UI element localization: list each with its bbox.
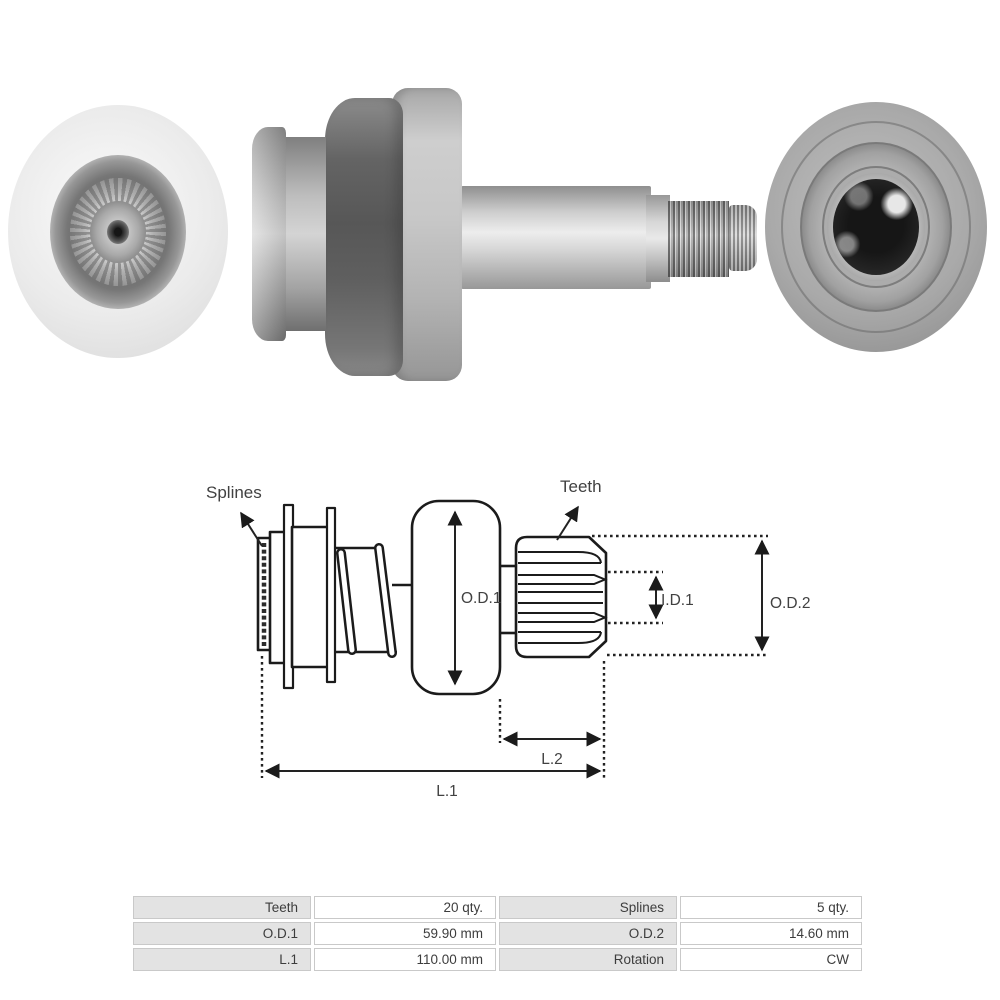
photo-rear-view [765,102,987,352]
spec-label-splines: Splines [499,896,677,919]
pinion-barrel [392,88,462,381]
splines-label: Splines [206,483,262,502]
dimension-l2: L.2 [502,731,602,768]
spec-label-od1: O.D.1 [133,922,311,945]
spec-row-2: O.D.1 59.90 mm O.D.2 14.60 mm [133,922,862,945]
spec-value-od1: 59.90 mm [314,922,496,945]
rear-groove-ring [781,121,971,333]
dimension-l1: L.1 [264,763,602,800]
spec-value-od2: 14.60 mm [680,922,862,945]
spec-table: Teeth 20 qty. Splines 5 qty. O.D.1 59.90… [130,893,865,974]
teeth-label: Teeth [560,477,602,496]
dimension-od2: O.D.2 [754,539,810,652]
callout-splines: Splines [206,483,263,547]
shaft-step-ring [646,195,670,282]
spec-value-teeth: 20 qty. [314,896,496,919]
technical-diagram: Splines Teeth O.D.1 I.D.1 [206,477,810,800]
od1-label: O.D.1 [461,590,501,607]
shaft-end-cap [729,205,757,271]
l1-label: L.1 [436,783,458,800]
shaft-spline-section [668,201,729,277]
od2-label: O.D.2 [770,595,810,612]
spec-row-3: L.1 110.00 mm Rotation CW [133,948,862,971]
dimension-id1: I.D.1 [648,575,694,620]
spec-label-od2: O.D.2 [499,922,677,945]
id1-label: I.D.1 [661,592,694,609]
spec-label-rotation: Rotation [499,948,677,971]
front-flange-lip [252,127,286,341]
photo-front-view [8,105,228,358]
callout-teeth: Teeth [556,477,602,541]
gear-teeth-lines [518,551,608,644]
spec-label-l1: L.1 [133,948,311,971]
extension-lines [260,534,768,778]
drawing-part-outline [256,499,608,696]
clutch-housing [325,98,403,376]
spec-value-rotation: CW [680,948,862,971]
spec-value-splines: 5 qty. [680,896,862,919]
spec-row-1: Teeth 20 qty. Splines 5 qty. [133,896,862,919]
pulley-center-hole [114,227,122,236]
photo-side-view [240,70,760,400]
rear-splined-bore [833,179,919,275]
spec-value-l1: 110.00 mm [314,948,496,971]
l2-label: L.2 [541,751,563,768]
dimension-od1: O.D.1 [447,510,501,686]
spec-label-teeth: Teeth [133,896,311,919]
drive-shaft [461,186,651,289]
